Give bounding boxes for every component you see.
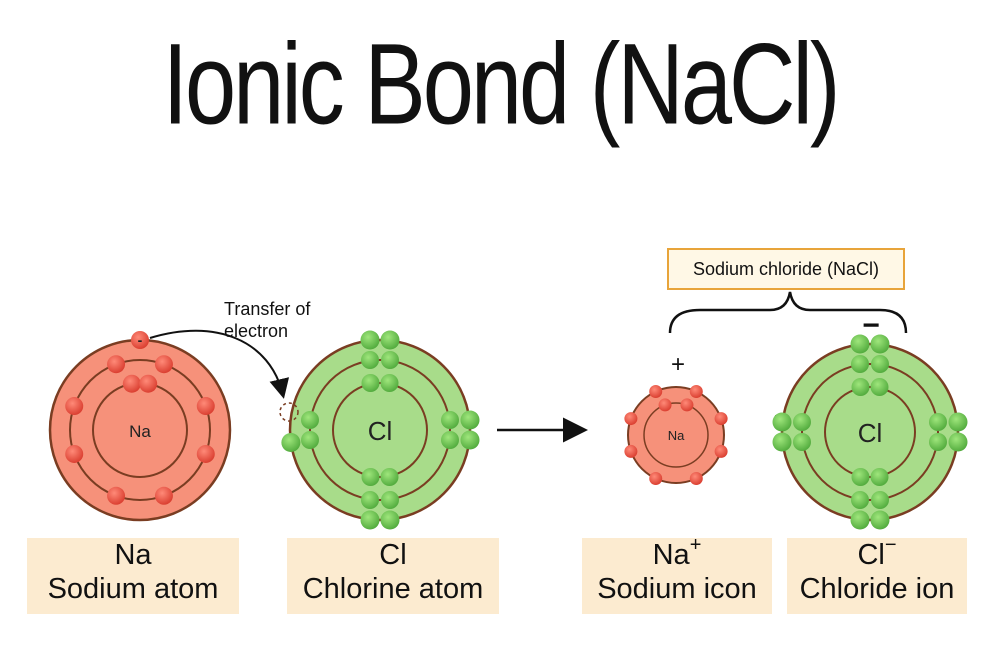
electron (380, 510, 400, 530)
electron (380, 468, 399, 486)
electron (689, 472, 703, 486)
sodium-atom-electrons (65, 355, 215, 505)
electron (154, 486, 173, 505)
sodium-ion: Na + (624, 351, 728, 486)
electron (381, 351, 399, 369)
compound-brace (668, 291, 908, 334)
electron (460, 410, 480, 430)
empty-electron-slot (279, 402, 299, 422)
electron (851, 378, 870, 396)
electron (851, 491, 869, 509)
electron (122, 374, 141, 393)
compound-label: Sodium chloride (NaCl) (667, 248, 905, 290)
electron (714, 412, 728, 426)
electron (380, 374, 399, 392)
sodium-ion-name: Sodium icon (597, 573, 757, 605)
electron (360, 510, 380, 530)
transfer-label-line2: electron (224, 321, 289, 341)
chloride-ion-superscript: − (884, 534, 897, 557)
electron (380, 330, 400, 350)
electron (870, 468, 889, 486)
electron (851, 355, 869, 373)
chlorine-atom-nucleus-label: Cl (368, 416, 393, 446)
electron (361, 468, 380, 486)
sodium-atom-symbol: Na (114, 539, 152, 571)
chloride-ion-symbol: Cl− (857, 534, 897, 571)
sodium-atom-name: Sodium atom (47, 573, 219, 605)
electron (107, 486, 126, 505)
electron (107, 355, 126, 374)
transfer-label-line1: Transfer of (224, 299, 311, 319)
electron (361, 374, 380, 392)
chloride-ion-label: Cl− Chloride ion (787, 534, 967, 614)
transferred-electron: - (131, 331, 149, 349)
sodium-atom: Na (48, 338, 232, 522)
electron (301, 431, 319, 449)
electron (658, 398, 672, 412)
electron (441, 411, 459, 429)
chloride-ion-name: Chloride ion (799, 573, 955, 605)
chlorine-atom-symbol: Cl (379, 539, 407, 571)
electron (851, 468, 870, 486)
electron (929, 433, 947, 451)
electron (154, 355, 173, 374)
electron (65, 397, 84, 416)
electron (139, 374, 158, 393)
chloride-ion: Cl − - (772, 309, 968, 530)
chlorine-atom: Cl (279, 330, 480, 530)
electron (948, 432, 968, 452)
electron (281, 433, 301, 453)
sodium-ion-label: Na+ Sodium icon (582, 534, 772, 614)
sodium-ion-nucleus-label: Na (668, 428, 685, 443)
electron (793, 413, 811, 431)
sodium-atom-label: Na Sodium atom (27, 538, 239, 614)
svg-text:-: - (138, 332, 143, 348)
electron (870, 334, 890, 354)
electron (772, 432, 792, 452)
page-title: Ionic Bond (NaCl) (162, 20, 840, 149)
electron (361, 351, 379, 369)
sodium-ion-electrons (624, 384, 728, 486)
chloride-ion-charge: − (862, 309, 880, 342)
chloride-ion-nucleus-label: Cl (858, 418, 883, 448)
sodium-ion-superscript: + (689, 534, 702, 557)
electron (948, 412, 968, 432)
electron (850, 510, 870, 530)
electron (772, 412, 792, 432)
electron (871, 491, 889, 509)
electron (871, 355, 889, 373)
sodium-atom-nucleus-label: Na (129, 422, 151, 441)
electron (65, 444, 84, 463)
electron (929, 413, 947, 431)
electron (850, 334, 870, 354)
chlorine-atom-name: Chlorine atom (302, 573, 484, 605)
electron (301, 411, 319, 429)
electron (196, 397, 215, 416)
electron (460, 430, 480, 450)
electron (624, 412, 638, 426)
electron (793, 433, 811, 451)
chloride-ion-electrons (772, 334, 968, 530)
electron (649, 472, 663, 486)
electron (689, 384, 703, 398)
electron (360, 330, 380, 350)
electron (361, 491, 379, 509)
electron (649, 384, 663, 398)
electron (624, 444, 638, 458)
sodium-ion-symbol: Na+ (652, 534, 702, 571)
electron (196, 444, 215, 463)
electron (680, 398, 694, 412)
chlorine-atom-electrons (281, 330, 480, 530)
chlorine-atom-label: Cl Chlorine atom (287, 538, 499, 614)
electron (714, 444, 728, 458)
electron (381, 491, 399, 509)
electron (441, 431, 459, 449)
sodium-ion-charge: + (671, 351, 685, 378)
electron (870, 378, 889, 396)
transfer-arrow (149, 329, 290, 399)
electron (870, 510, 890, 530)
transfer-label: Transfer of electron (224, 298, 310, 342)
